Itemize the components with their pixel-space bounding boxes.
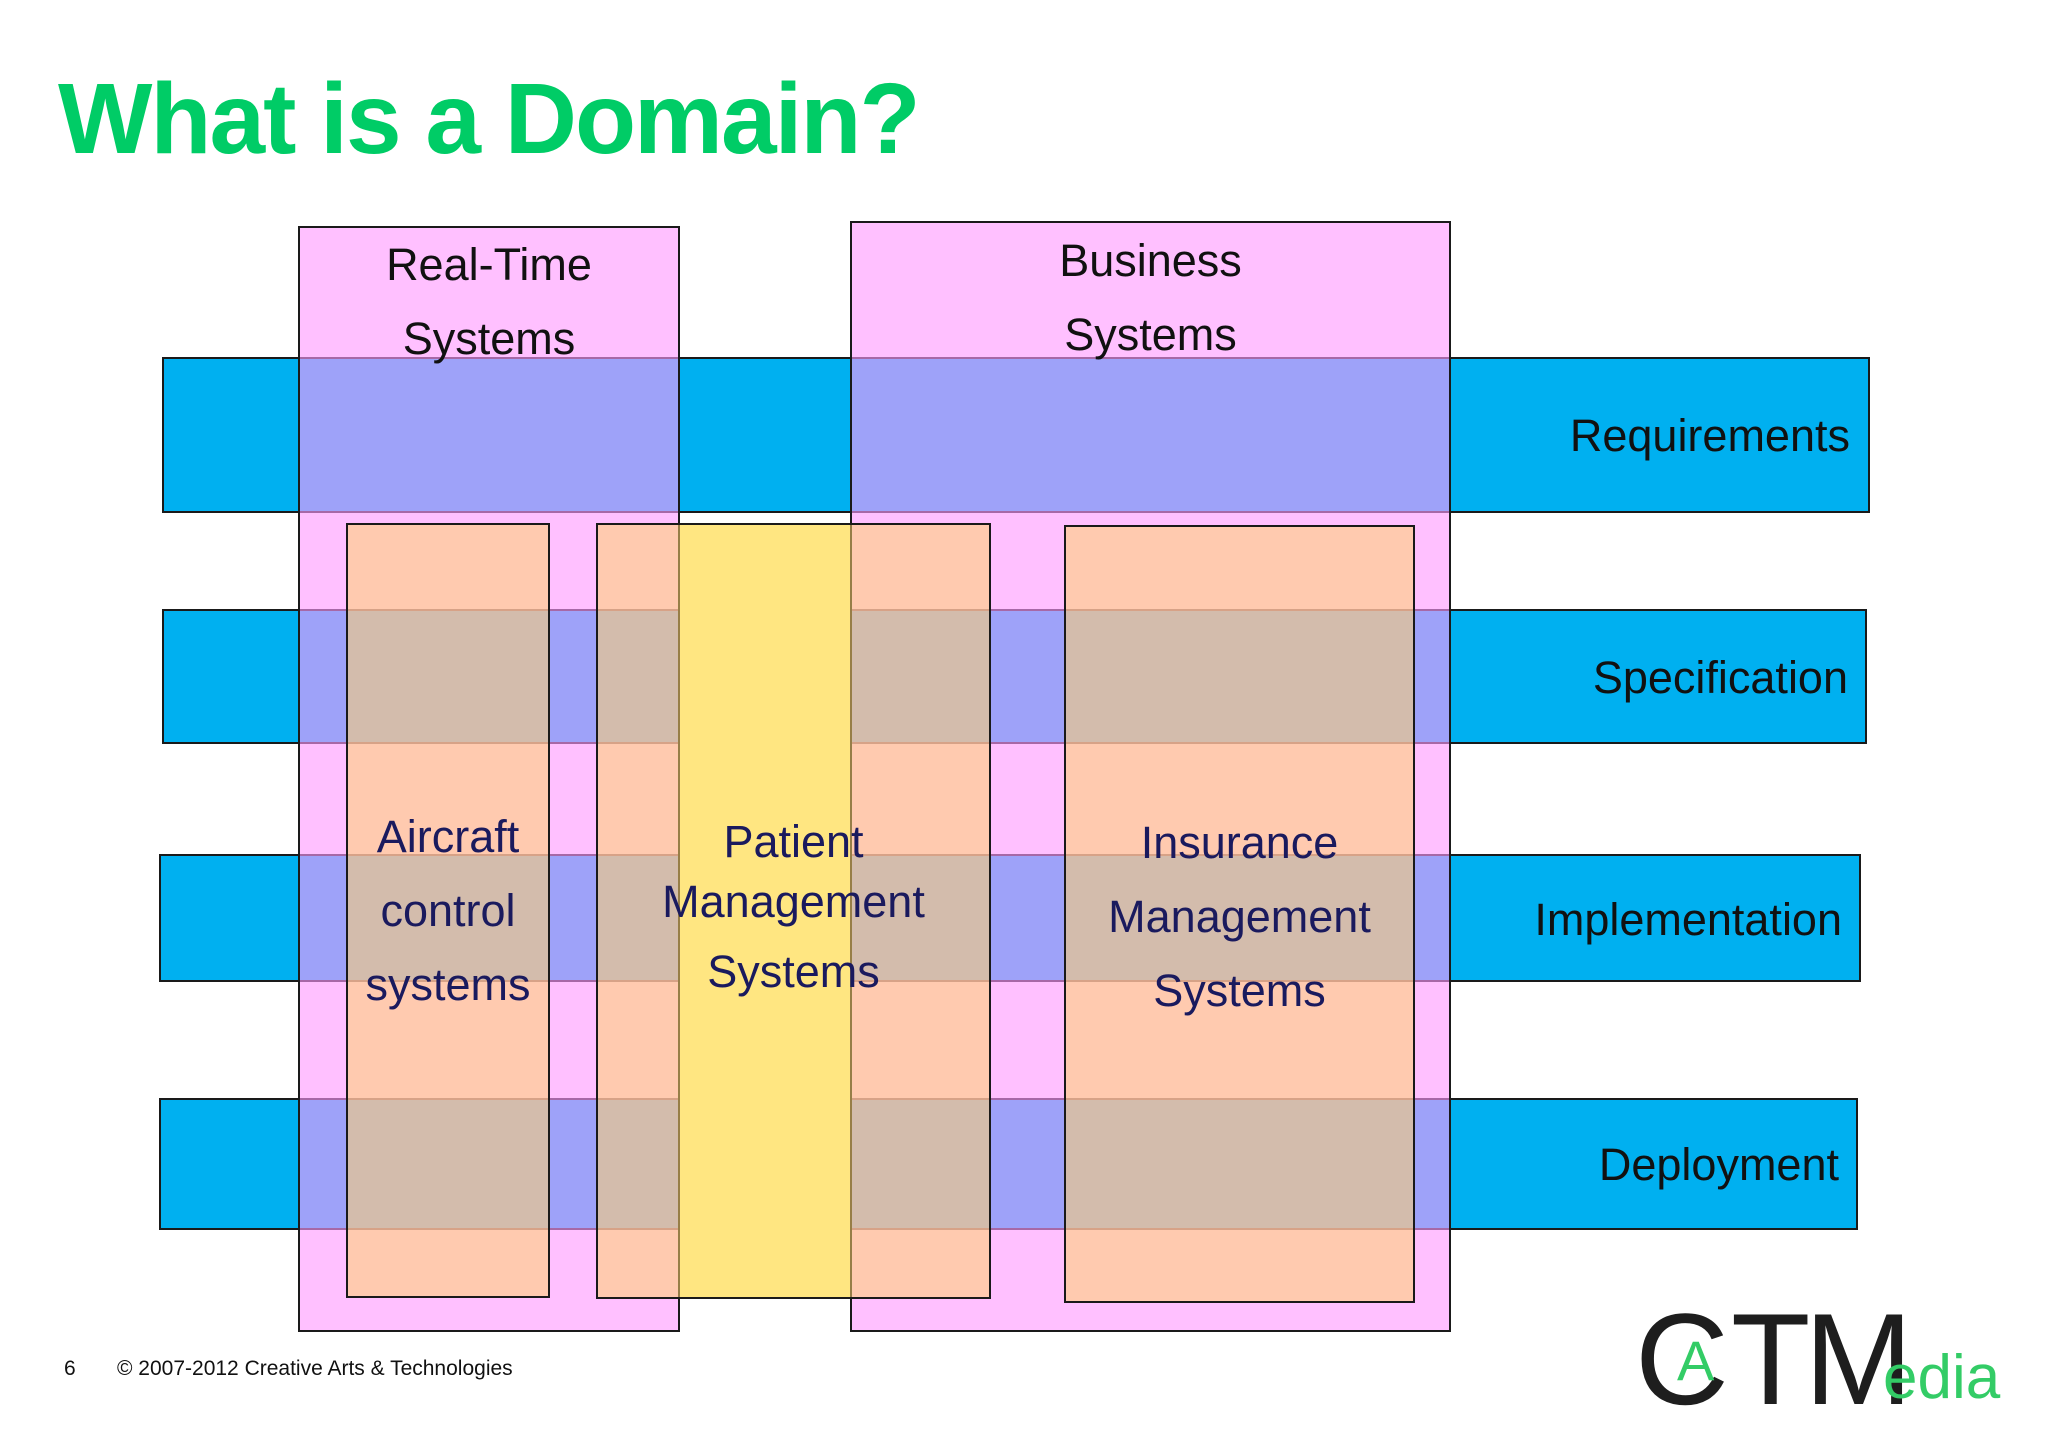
system-label-business: Business Systems xyxy=(850,224,1451,372)
logo-letters-edia: edia xyxy=(1883,1343,2001,1412)
domain-label-line: Patient xyxy=(723,816,864,867)
system-label-line-2: Systems xyxy=(402,313,576,364)
domain-label-line: Management xyxy=(1108,891,1371,942)
phase-label-specification: Specification xyxy=(1592,652,1848,703)
phase-label-implementation: Implementation xyxy=(1534,894,1842,945)
system-label-line-2: Systems xyxy=(1064,309,1237,360)
domain-box-insurance xyxy=(1064,525,1415,1303)
domain-label-aircraft: Aircraft control systems xyxy=(346,800,550,1022)
system-label-line-1: Real-Time xyxy=(386,239,592,290)
domain-label-line: Systems xyxy=(1153,965,1326,1016)
slide-title: What is a Domain? xyxy=(58,63,921,175)
domain-label-line: Management xyxy=(662,876,925,927)
domain-label-patient: Patient Management Systems xyxy=(596,812,991,1012)
domain-box-aircraft xyxy=(346,523,550,1298)
page-number: 6 xyxy=(64,1357,76,1380)
phase-label-deployment: Deployment xyxy=(1598,1139,1839,1190)
logo-letter-c: C xyxy=(1635,1286,1729,1432)
copyright-text: © 2007-2012 Creative Arts & Technologies xyxy=(117,1357,513,1380)
logo-letters-tm: TM xyxy=(1731,1286,1913,1432)
domain-label-line: Systems xyxy=(707,946,880,997)
domain-label-line: Aircraft xyxy=(376,811,520,862)
system-label-real-time: Real-Time Systems xyxy=(298,228,680,376)
logo-letter-a: A xyxy=(1677,1329,1715,1392)
catmedia-logo: C A TM edia xyxy=(1635,1286,2000,1432)
phase-label-requirements: Requirements xyxy=(1569,410,1850,461)
domain-label-insurance: Insurance Management Systems xyxy=(1064,806,1415,1028)
system-label-line-1: Business xyxy=(1059,235,1242,286)
domain-label-line: systems xyxy=(365,959,531,1010)
domain-label-line: control xyxy=(380,885,516,936)
domain-box-patient xyxy=(596,523,991,1299)
domain-label-line: Insurance xyxy=(1140,817,1339,868)
